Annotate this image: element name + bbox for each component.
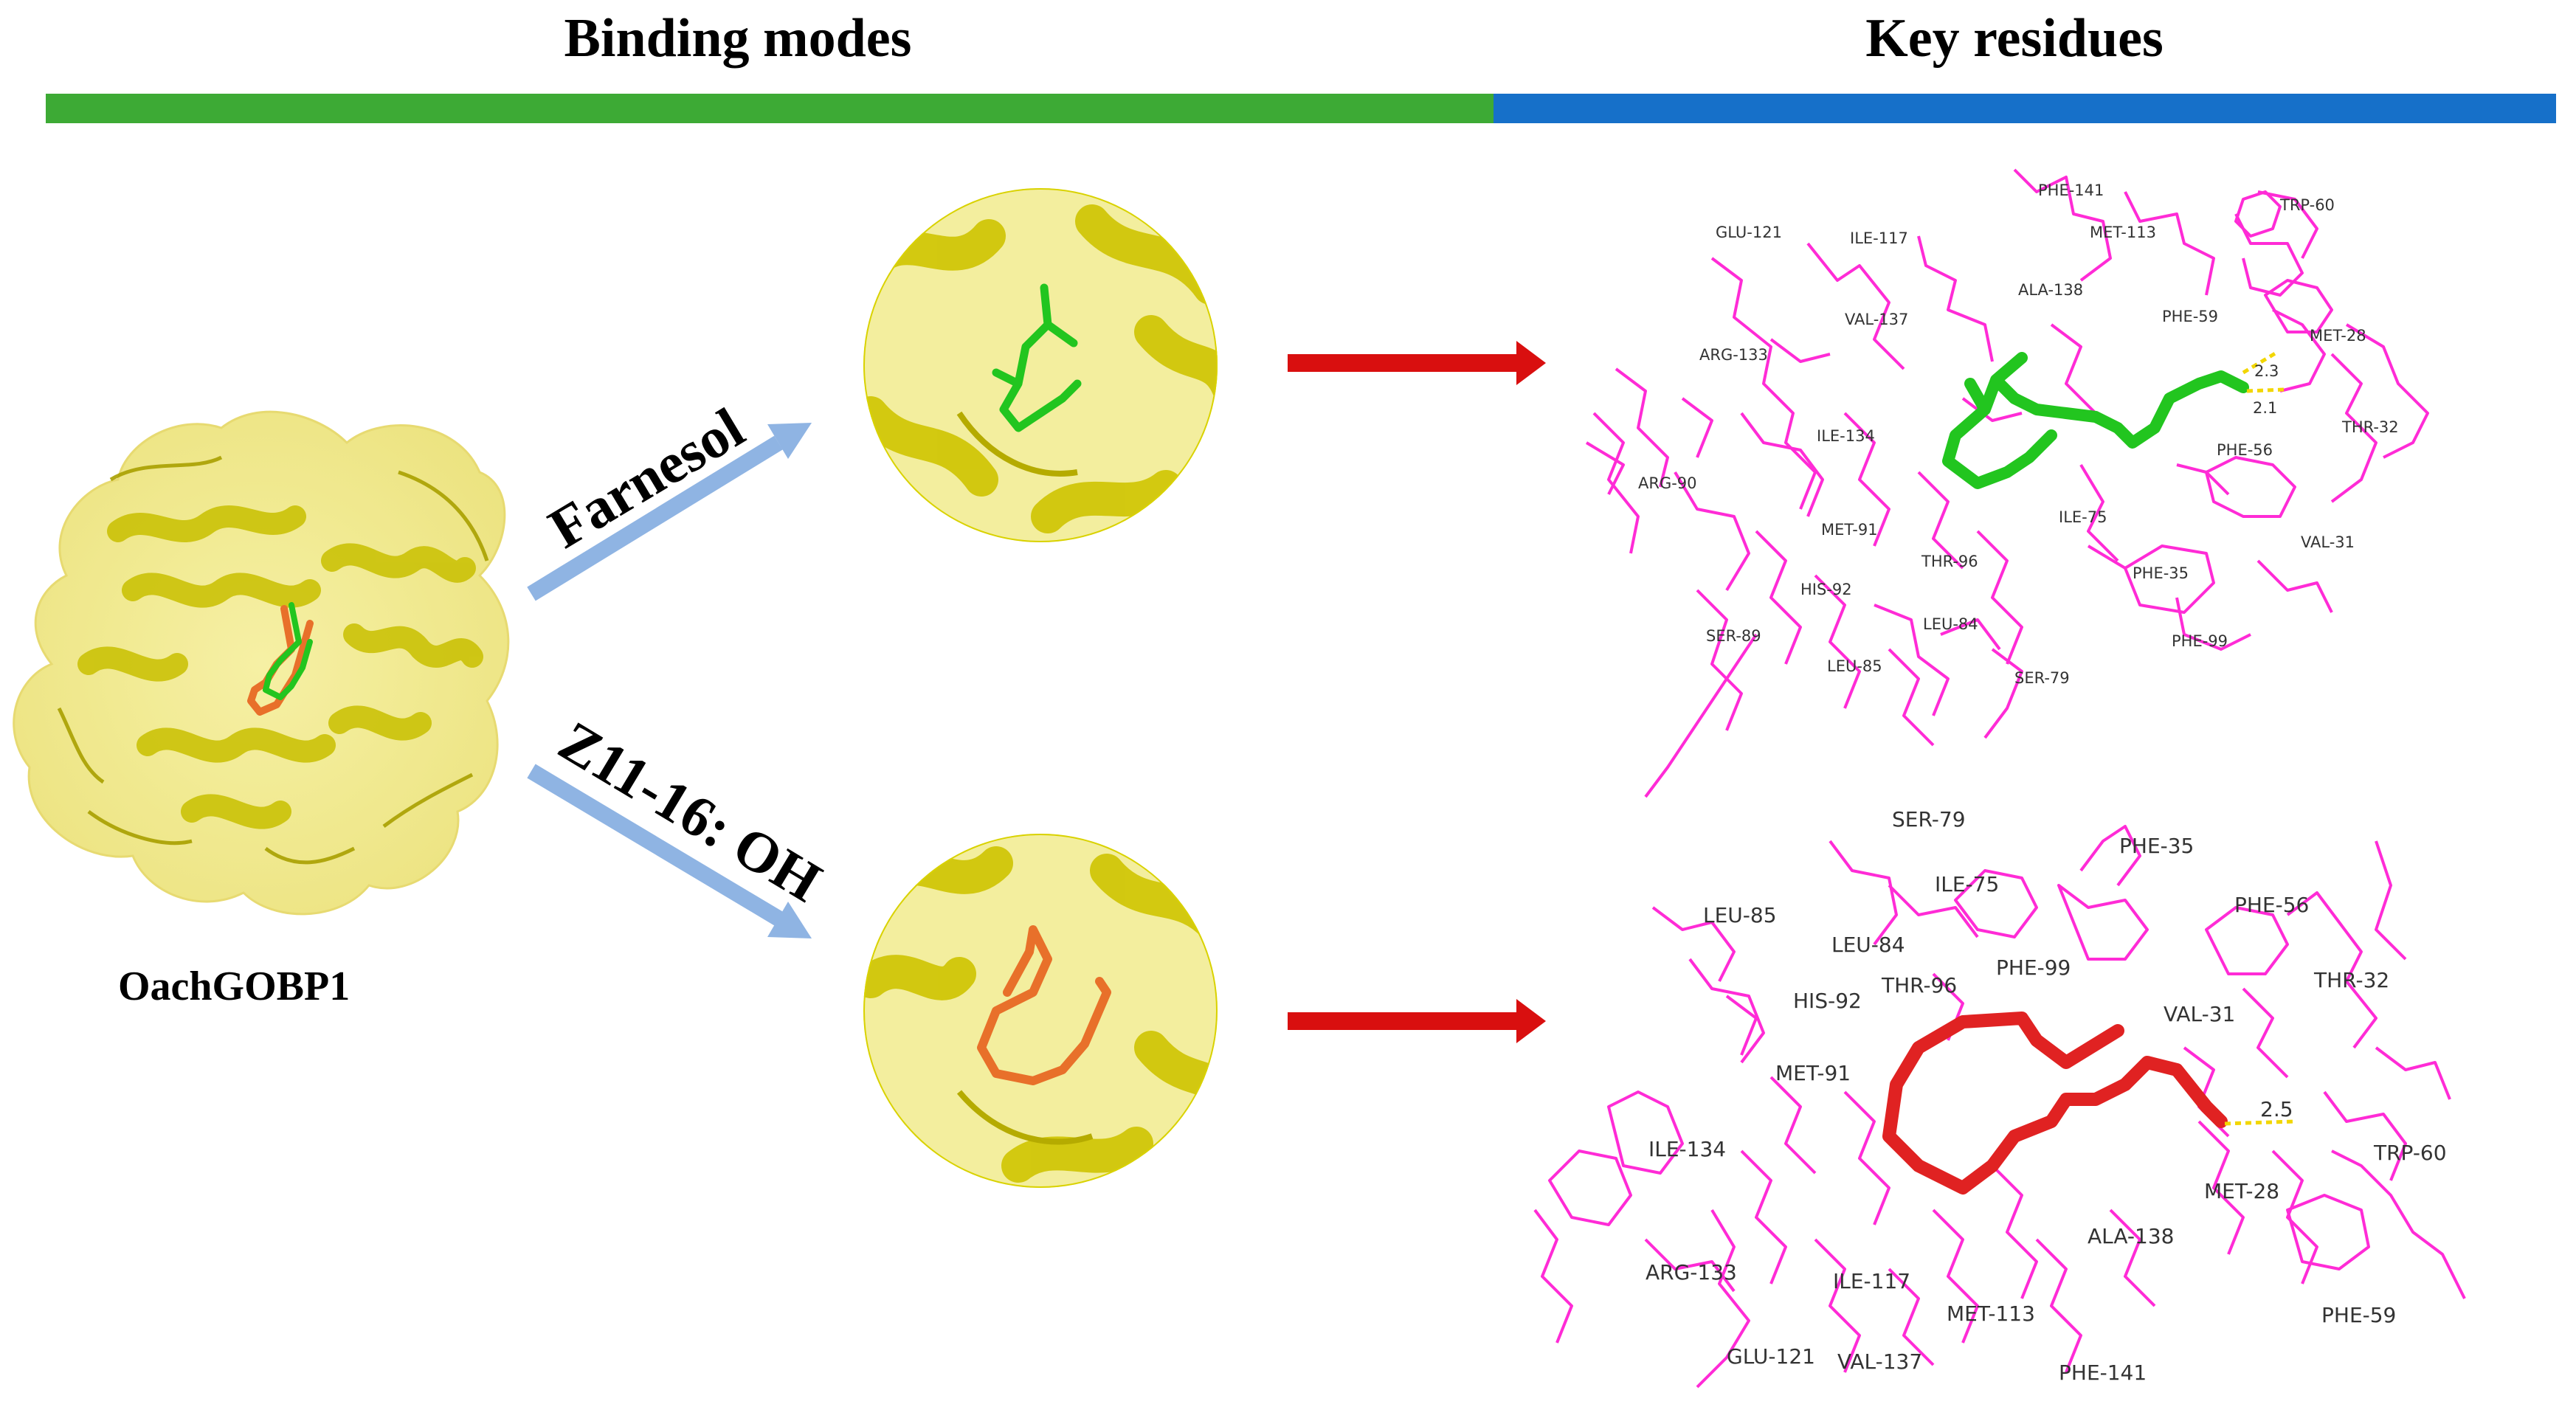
top-residue-label: LEU-85 [1827,657,1882,675]
bottom-residue-label: ALA-138 [2088,1224,2174,1248]
top-hbond-distance: 2.1 [2253,399,2277,417]
bottom-residue-label: ILE-75 [1935,872,1999,896]
bottom-residue-label: GLU-121 [1727,1344,1815,1369]
bottom-residue-label: MET-113 [1947,1301,2035,1326]
bottom-residue-label: HIS-92 [1793,989,1862,1013]
bottom-residue-label: PHE-59 [2321,1303,2396,1327]
top-residue-label: PHE-56 [2217,441,2273,459]
binding-modes-title: Binding modes [564,8,912,69]
top-residue-label: SER-79 [2014,669,2070,687]
bottom-residue-label: VAL-31 [2164,1002,2235,1026]
top-residue-label: ILE-75 [2059,508,2107,526]
top-residue-label: MET-113 [2090,224,2156,241]
top-residue-label: HIS-92 [1800,581,1852,598]
green-section-bar [46,94,1494,123]
bottom-residue-label: MET-28 [2204,1179,2279,1203]
bottom-residue-label: MET-91 [1775,1061,1851,1085]
top-residue-label: PHE-99 [2172,632,2228,650]
bottom-residue-label: SER-79 [1892,807,1966,831]
bottom-residue-label: LEU-85 [1703,903,1777,927]
top-residue-label: THR-32 [2341,418,2399,436]
farnesol-ligand-stick [1942,352,2249,489]
top-residue-label: THR-96 [1921,553,1978,570]
top-residue-label: GLU-121 [1716,224,1782,241]
bottom-residue-label: LEU-84 [1831,933,1905,957]
top-residue-label: ILE-117 [1850,229,1908,247]
top-residue-network [1585,168,2429,798]
bottom-residue-label: PHE-56 [2234,893,2309,917]
top-residue-label: LEU-84 [1923,615,1978,633]
top-residue-label: SER-89 [1706,627,1761,645]
arrow-to-farnesol [527,423,812,601]
red-arrow-bottom [1288,999,1546,1043]
farnesol-closeup [863,188,1218,542]
key-residues-title: Key residues [1865,8,2164,69]
blue-section-bar [1494,94,2556,123]
protein-structure-image [13,410,510,916]
protein-name-label: OachGOBP1 [118,964,351,1009]
bottom-residue-network [1533,825,2466,1389]
red-arrow-top [1288,341,1546,385]
top-residue-label: PHE-141 [2038,181,2104,199]
bottom-residue-label: PHE-99 [1996,955,2071,980]
top-residue-label: PHE-35 [2133,564,2189,582]
z11-16oh-closeup [863,834,1218,1188]
top-residue-label: VAL-137 [1845,311,1908,328]
arrow-to-z11-16oh [527,764,812,938]
bottom-residue-label: ARG-133 [1646,1260,1737,1285]
top-residue-label: PHE-59 [2162,308,2218,325]
top-residue-label: ALA-138 [2018,281,2083,299]
bottom-residue-label: TRP-60 [2373,1141,2447,1165]
bottom-hbond-distance: 2.5 [2260,1097,2293,1121]
top-residue-label: ARG-90 [1638,474,1697,492]
bottom-residue-label: PHE-35 [2119,834,2194,858]
top-hbond-distance: 2.3 [2254,362,2279,380]
top-hbonds [2242,350,2285,393]
top-residue-label: TRP-60 [2279,196,2335,214]
top-residue-label: ARG-133 [1699,346,1768,364]
bottom-residue-label: PHE-141 [2059,1361,2147,1385]
top-residue-label: ILE-134 [1817,427,1875,445]
top-residue-label: MET-91 [1821,521,1878,539]
bottom-residue-label: ILE-117 [1833,1269,1910,1293]
z11-16oh-ligand-stick [1882,1012,2228,1194]
top-residue-label: MET-28 [2310,327,2366,345]
bottom-hbonds [2224,1119,2296,1126]
bottom-residue-label: VAL-137 [1837,1349,1922,1374]
top-residue-label: VAL-31 [2301,533,2355,551]
bottom-residue-label: ILE-134 [1648,1137,1726,1161]
bottom-residue-label: THR-32 [2313,968,2389,992]
bottom-residue-label: THR-96 [1881,973,1957,998]
